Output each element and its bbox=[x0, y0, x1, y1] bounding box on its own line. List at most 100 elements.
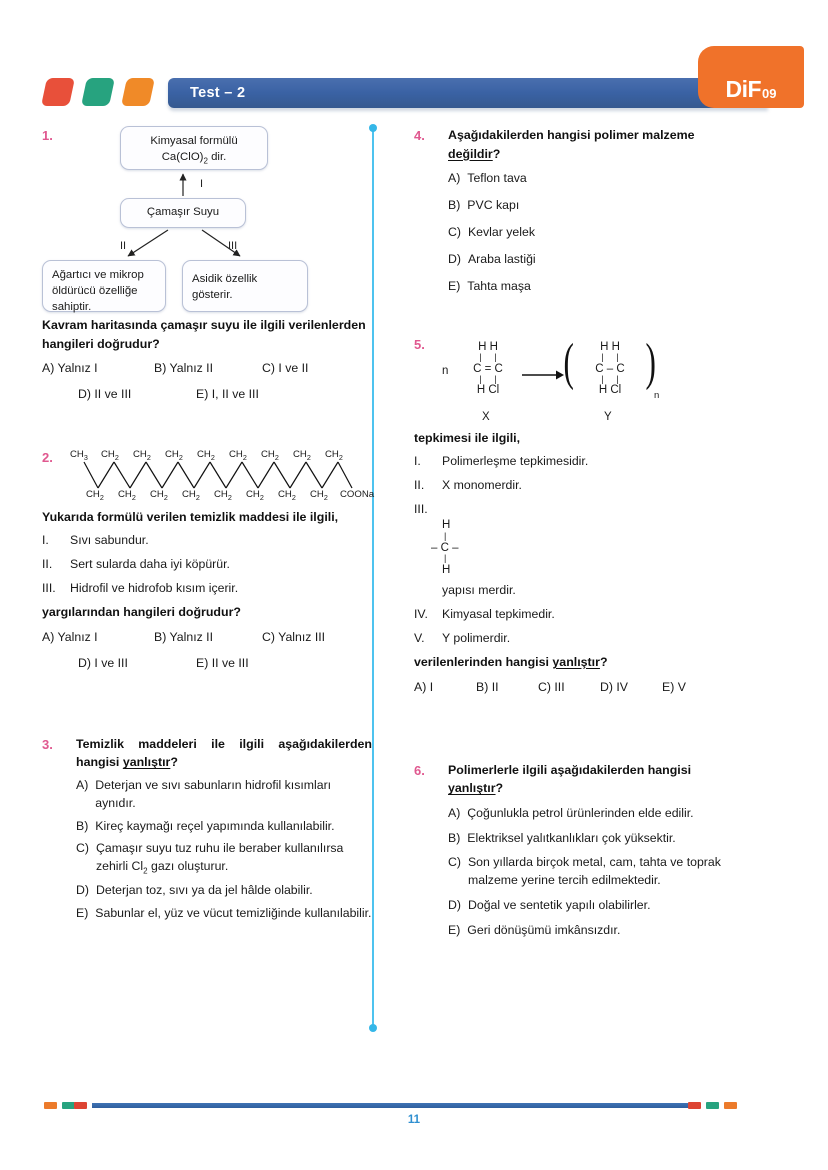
statement-text: Sert sularda daha iyi köpürür. bbox=[70, 556, 230, 571]
question-5-statement-4: IV. Kimyasal tepkimedir. bbox=[414, 605, 744, 624]
monomer-backbone: C = C bbox=[473, 362, 503, 375]
question-4-option-b[interactable]: B) PVC kapı bbox=[448, 197, 744, 215]
question-3-option-d[interactable]: D) Deterjan toz, sıvı ya da jel hâlde ol… bbox=[76, 882, 372, 900]
statement-key: III. bbox=[42, 581, 56, 596]
chain-top-0: CH3 bbox=[70, 449, 88, 463]
question-5-stem2-post: ? bbox=[599, 654, 608, 669]
question-6-option-c[interactable]: C) Son yıllarda birçok metal, cam, tahta… bbox=[448, 854, 744, 890]
test-title-bar: Test – 2 bbox=[168, 78, 768, 108]
option-text: Son yıllarda birçok metal, cam, tahta ve… bbox=[467, 855, 721, 888]
molecule-bonds bbox=[83, 461, 353, 489]
question-5-structure-caption: yapısı merdir. bbox=[442, 582, 516, 597]
question-5-stem-2: verilenlerinden hangisi yanlıştır? bbox=[414, 653, 744, 672]
question-5-option-b[interactable]: B) II bbox=[476, 679, 499, 694]
question-2-option-e[interactable]: E) II ve III bbox=[196, 655, 249, 670]
question-3-option-e[interactable]: E) Sabunlar el, yüz ve vücut temizliğind… bbox=[76, 905, 372, 923]
chain-bottom-7: CH2 bbox=[310, 489, 328, 503]
question-1-option-b[interactable]: B) Yalnız II bbox=[154, 361, 214, 376]
page-header: Test – 2 DiF 09 bbox=[0, 46, 828, 118]
question-3-option-b[interactable]: B) Kireç kaymağı reçel yapımında kullanı… bbox=[76, 818, 372, 836]
chain-bottom-3: CH2 bbox=[182, 489, 200, 503]
polymer-label-y: Y bbox=[604, 411, 612, 424]
orange-parallelogram-icon bbox=[121, 78, 155, 106]
question-1-option-e[interactable]: E) I, II ve III bbox=[196, 387, 259, 402]
question-6-option-a[interactable]: A) Çoğunlukla petrol ürünlerinden elde e… bbox=[448, 805, 744, 823]
option-text: Çamaşır suyu tuz ruhu ile beraber kullan… bbox=[95, 841, 344, 876]
question-2-option-a[interactable]: A) Yalnız I bbox=[42, 629, 98, 644]
question-6-option-e[interactable]: E) Geri dönüşümü imkânsızdır. bbox=[448, 922, 744, 940]
question-4-stem-emphasis: değildir bbox=[448, 146, 493, 161]
question-5-stem2-pre: verilenlerinden hangisi bbox=[414, 654, 553, 669]
chain-bottom-6: CH2 bbox=[278, 489, 296, 503]
question-6-stem-pre: Polimerlerle ilgili aşağıdakilerden hang… bbox=[448, 762, 692, 777]
monomer-structure: H H | | C = C | | H Cl bbox=[452, 341, 524, 396]
option-text: Sabunlar el, yüz ve vücut temizliğinde k… bbox=[95, 906, 372, 921]
page-footer: 11 bbox=[0, 1098, 828, 1126]
left-column: 1. Kimyasal formülü Ca(ClO)2 dir. bbox=[42, 126, 374, 928]
question-5-option-c[interactable]: C) III bbox=[538, 679, 565, 694]
statement-text: Y polimerdir. bbox=[442, 630, 511, 645]
chain-top-7: CH2 bbox=[293, 449, 311, 463]
question-5-option-e[interactable]: E) V bbox=[662, 679, 686, 694]
reaction-coefficient: n bbox=[442, 365, 449, 378]
concept-map-label-3: III bbox=[228, 240, 238, 252]
option-text: Kevlar yelek bbox=[467, 224, 535, 239]
question-1-option-c[interactable]: C) I ve II bbox=[262, 361, 309, 376]
question-1-option-d[interactable]: D) II ve III bbox=[78, 387, 132, 402]
question-4-option-c[interactable]: C) Kevlar yelek bbox=[448, 224, 744, 242]
chain-top-1: CH2 bbox=[101, 449, 119, 463]
monomer-top-atoms: H H bbox=[478, 341, 498, 354]
question-4-option-d[interactable]: D) Araba lastiği bbox=[448, 251, 744, 269]
question-5-option-a[interactable]: A) I bbox=[414, 679, 434, 694]
structure-backbone: – C – bbox=[431, 541, 459, 554]
question-2-number: 2. bbox=[42, 450, 53, 466]
footer-dash-left-2 bbox=[62, 1102, 75, 1109]
question-6-option-b[interactable]: B) Elektriksel yalıtkanlıkları çok yükse… bbox=[448, 830, 744, 848]
option-text: Tahta maşa bbox=[467, 278, 531, 293]
question-2-option-c[interactable]: C) Yalnız III bbox=[262, 629, 326, 644]
question-3-stem: Temizlik maddeleri ile ilgili aşağıdakil… bbox=[76, 735, 372, 772]
concept-box-bleach-property: Ağartıcı ve mikrop öldürücü özelliğe sah… bbox=[42, 260, 166, 313]
option-key: B) bbox=[448, 198, 461, 213]
monomer-bond-down: | | bbox=[479, 373, 497, 384]
question-1-concept-map: Kimyasal formülü Ca(ClO)2 dir. Çamaşır S… bbox=[42, 126, 372, 316]
question-4: 4. Aşağıdakilerden hangisi polimer malze… bbox=[414, 126, 744, 295]
question-2-statement-3: III. Hidrofil ve hidrofob kısım içerir. bbox=[42, 579, 372, 598]
question-3-options: A) Deterjan ve sıvı sabunların hidrofil … bbox=[76, 777, 372, 923]
question-5-option-d[interactable]: D) IV bbox=[600, 679, 629, 694]
question-1-option-a[interactable]: A) Yalnız I bbox=[42, 361, 98, 376]
question-2-option-d[interactable]: D) I ve III bbox=[78, 655, 128, 670]
option-text: Deterjan toz, sıvı ya da jel hâlde olabi… bbox=[95, 883, 313, 898]
statement-key: I. bbox=[414, 453, 421, 468]
logo-wordmark: DiF bbox=[725, 76, 762, 102]
question-4-option-a[interactable]: A) Teflon tava bbox=[448, 170, 744, 188]
footer-dash-left-1 bbox=[44, 1102, 57, 1109]
green-parallelogram-icon bbox=[81, 78, 115, 106]
question-5-options: A) I B) II C) III D) IV E) V bbox=[414, 678, 744, 697]
question-2-option-b[interactable]: B) Yalnız II bbox=[154, 629, 214, 644]
chain-bottom-4: CH2 bbox=[214, 489, 232, 503]
concept-map-arrows bbox=[127, 173, 241, 257]
question-3-option-c[interactable]: C) Çamaşır suyu tuz ruhu ile beraber kul… bbox=[76, 840, 372, 877]
option-key: E) bbox=[448, 278, 461, 293]
polymer-subscript-n: n bbox=[654, 390, 660, 402]
polymer-backbone: C – C bbox=[595, 362, 625, 375]
chain-bottom-5: CH2 bbox=[246, 489, 264, 503]
question-5-statement-1: I. Polimerleşme tepkimesidir. bbox=[414, 452, 744, 471]
question-3-stem-pre: Temizlik maddeleri ile ilgili aşağıdakil… bbox=[76, 736, 372, 770]
question-4-option-e[interactable]: E) Tahta maşa bbox=[448, 278, 744, 296]
question-4-stem: Aşağıdakilerden hangisi polimer malzeme … bbox=[448, 126, 744, 163]
statement-key: II. bbox=[42, 556, 53, 571]
chain-top-2: CH2 bbox=[133, 449, 151, 463]
structure-top-atom: H bbox=[442, 519, 451, 532]
question-2-molecule-diagram: CH3 CH2 CH2 CH2 CH2 CH2 CH2 CH2 CH2 CH2 … bbox=[68, 448, 374, 504]
question-3-option-a[interactable]: A) Deterjan ve sıvı sabunların hidrofil … bbox=[76, 777, 372, 813]
question-2-options: A) Yalnız I B) Yalnız II C) Yalnız III D… bbox=[42, 628, 372, 673]
chain-top-4: CH2 bbox=[197, 449, 215, 463]
option-key: B) bbox=[448, 830, 461, 845]
option-text: Araba lastiği bbox=[467, 251, 536, 266]
option-text: Elektriksel yalıtkanlıkları çok yüksekti… bbox=[467, 830, 676, 845]
question-5-statement-5: V. Y polimerdir. bbox=[414, 629, 744, 648]
statement-text: X monomerdir. bbox=[442, 478, 522, 493]
question-6-option-d[interactable]: D) Doğal ve sentetik yapılı olabilirler. bbox=[448, 897, 744, 915]
